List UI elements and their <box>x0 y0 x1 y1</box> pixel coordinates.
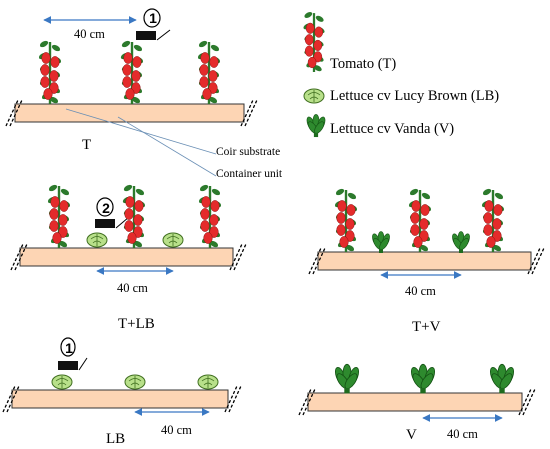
lettuce-v-2 <box>410 363 436 394</box>
spacing-label-t-lb: 40 cm <box>117 281 148 295</box>
tomato-t-v-2 <box>408 188 432 252</box>
tomato-t-lb-3 <box>198 184 222 248</box>
system-label-t-v: T+V <box>412 319 441 335</box>
sensor-number-1-bottom: 1 <box>65 340 73 356</box>
tomato-t-v-3 <box>481 188 505 252</box>
tomato-t-3 <box>197 40 221 104</box>
tomato-t-v-1 <box>334 188 358 252</box>
container-t-lb <box>10 243 247 271</box>
sensor-1-top <box>136 8 171 41</box>
system-label-v: V <box>406 427 417 443</box>
legend-tomato-icon <box>303 11 325 72</box>
lettuce-lb-2 <box>124 374 146 390</box>
legend-tomato-label: Tomato (T) <box>330 56 397 72</box>
lettuce-v-t-v-2 <box>452 231 470 253</box>
system-label-t: T <box>82 137 92 153</box>
container-t <box>5 99 258 127</box>
container-unit-label: Container unit <box>216 168 283 180</box>
sensor-number-1-top: 1 <box>149 10 157 26</box>
spacing-label-v: 40 cm <box>447 427 478 441</box>
legend-lucy-brown-icon <box>303 88 325 104</box>
legend-vanda-label: Lettuce cv Vanda (V) <box>330 121 455 137</box>
coir-substrate-label: Coir substrate <box>216 146 281 158</box>
coir-substrate-pointer <box>65 108 217 155</box>
container-v <box>298 388 536 416</box>
legend-lucy-brown-label: Lettuce cv Lucy Brown (LB) <box>330 88 500 104</box>
tomato-t-lb-2 <box>122 184 146 248</box>
spacing-label-lb: 40 cm <box>161 423 192 437</box>
lettuce-lb-t-lb-2 <box>162 232 184 248</box>
container-lb <box>2 385 242 413</box>
sensor-1-bottom <box>58 337 88 371</box>
sensor-number-2: 2 <box>102 200 110 216</box>
system-label-t-lb: T+LB <box>118 316 155 332</box>
lettuce-v-1 <box>334 363 360 394</box>
container-t-v <box>308 247 545 275</box>
container-unit-pointer <box>117 116 217 177</box>
tomato-t-1 <box>38 40 62 104</box>
lettuce-lb-3 <box>197 374 219 390</box>
tomato-t-2 <box>120 40 144 104</box>
spacing-label-t-v: 40 cm <box>405 284 436 298</box>
legend-vanda-icon <box>306 114 326 138</box>
spacing-label-t: 40 cm <box>74 27 105 41</box>
lettuce-lb-t-lb-1 <box>86 232 108 248</box>
lettuce-lb-1 <box>51 374 73 390</box>
tomato-t-lb-1 <box>47 184 71 248</box>
lettuce-v-t-v-1 <box>372 231 390 253</box>
system-label-lb: LB <box>106 431 126 447</box>
sensor-2 <box>95 197 130 229</box>
lettuce-v-3 <box>489 363 515 394</box>
